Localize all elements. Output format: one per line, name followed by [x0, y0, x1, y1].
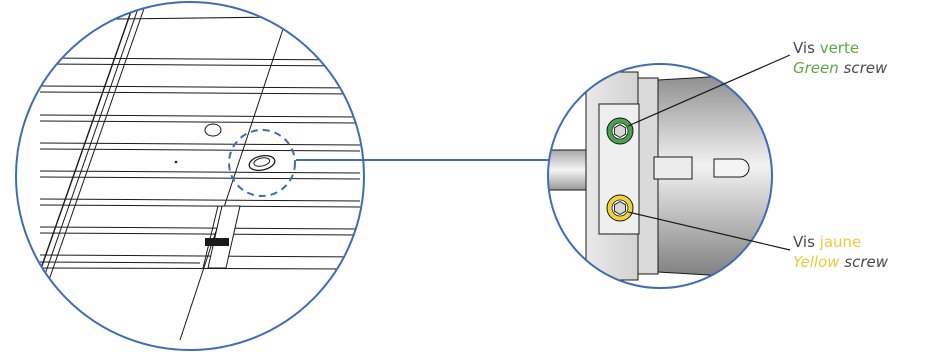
green-screw-leader — [627, 54, 791, 127]
yellow-screw-en-suffix: screw — [839, 253, 889, 271]
yellow-screw-fr-prefix: Vis — [793, 233, 820, 251]
green-hex-screw-icon — [606, 117, 634, 145]
green-screw-label-en: Green screw — [793, 58, 887, 78]
green-screw-en-word: Green — [793, 59, 839, 77]
highlight-circle — [228, 129, 296, 197]
shutter-detail-view — [15, 1, 365, 351]
green-screw-fr-prefix: Vis — [793, 39, 820, 57]
green-screw-en-suffix: screw — [838, 59, 888, 77]
yellow-screw-leader — [627, 211, 791, 251]
motor-slot-rounded — [713, 158, 750, 178]
shutter-slats — [39, 15, 361, 270]
yellow-hex-screw-icon — [606, 194, 634, 222]
green-screw-callout: Vis verte Green screw — [793, 38, 887, 78]
slat-joint — [202, 205, 241, 269]
motor-detail-view — [547, 63, 773, 289]
green-screw-fr-word: verte — [819, 39, 860, 57]
yellow-screw-en-word: Yellow — [793, 253, 840, 271]
motor-slot — [653, 156, 693, 180]
yellow-screw-callout: Vis jaune Yellow screw — [793, 232, 888, 272]
yellow-screw-fr-word: jaune — [819, 233, 862, 251]
small-dot — [174, 160, 178, 164]
green-screw-label-fr: Vis verte — [793, 38, 887, 58]
motor-circle-outline — [547, 63, 773, 289]
detail-circle-outline — [15, 1, 365, 351]
oval-hole — [204, 123, 222, 137]
lock-slot — [248, 154, 276, 172]
yellow-screw-label-fr: Vis jaune — [793, 232, 888, 252]
yellow-screw-label-en: Yellow screw — [793, 252, 888, 272]
